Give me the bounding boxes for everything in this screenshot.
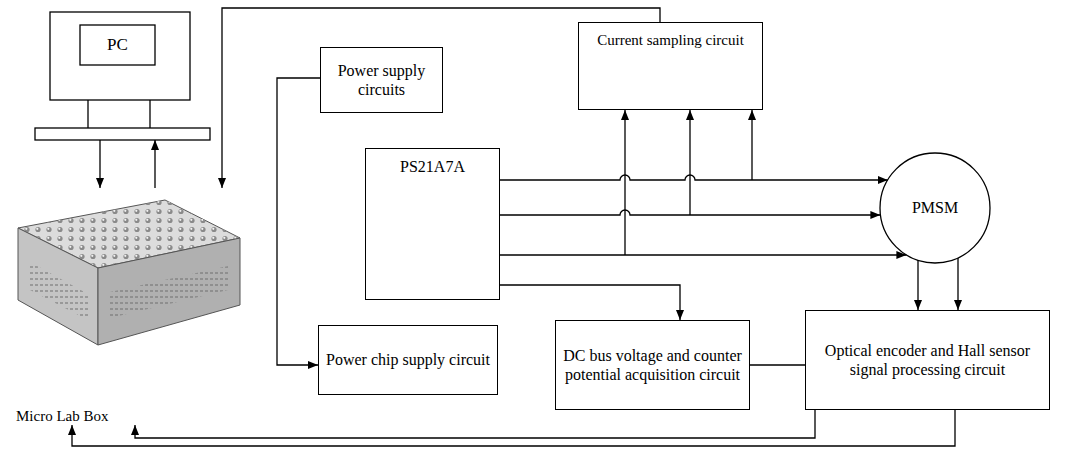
node-label: PS21A7A [400,157,465,176]
process-box: Optical encoder and Hall sensor signal p… [805,310,1050,410]
signal-arrow [72,410,955,446]
node-label: Current sampling circuit [597,31,744,49]
node-label: Power supply circuits [327,61,436,99]
power-module-box: PS21A7A [365,148,500,300]
signal-arrow [500,285,680,320]
signal-arrow [277,78,320,365]
signal-arrow [500,254,906,255]
process-box: Power supply circuits [320,47,443,113]
computer-node: PC [35,12,210,140]
node-label: DC bus voltage and counter potential acq… [562,346,743,384]
node-label: Optical encoder and Hall sensor signal p… [812,341,1043,379]
signal-arrow [99,140,100,188]
pc-monitor [35,12,210,140]
motor-node: PMSM [880,153,990,263]
process-box: Power chip supply circuit [318,325,498,395]
node-label: Power chip supply circuit [326,350,490,369]
signal-arrow [500,175,888,180]
signal-arrow [917,260,918,310]
signal-arrow [751,110,752,180]
node-label: PMSM [880,153,990,263]
signal-arrow [957,258,958,310]
motor-circle [880,153,990,263]
process-box: DC bus voltage and counter potential acq… [555,320,750,410]
lab-box-device [18,200,240,345]
node-label: Micro Lab Box [16,407,108,425]
process-box: Current sampling circuit [578,22,763,110]
node-label: PC [80,25,155,65]
signal-arrow [624,110,625,255]
signal-arrow [689,110,690,215]
signal-arrow [154,140,155,188]
controller-node: Micro Lab Box [8,188,243,425]
